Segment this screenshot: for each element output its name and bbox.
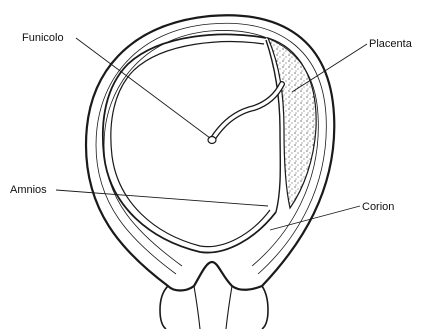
placenta bbox=[268, 38, 316, 208]
leader-amnios bbox=[56, 190, 268, 206]
cervix-canal bbox=[194, 286, 232, 329]
label-funicolo: Funicolo bbox=[22, 32, 64, 44]
label-placenta: Placenta bbox=[369, 38, 412, 50]
label-corion: Corion bbox=[362, 201, 394, 213]
umbilical-cord bbox=[212, 84, 282, 140]
chorion bbox=[103, 34, 276, 252]
label-amnios: Amnios bbox=[10, 184, 47, 196]
cervix-right bbox=[262, 286, 268, 329]
amnion bbox=[111, 42, 270, 247]
cervix-left bbox=[160, 286, 168, 329]
